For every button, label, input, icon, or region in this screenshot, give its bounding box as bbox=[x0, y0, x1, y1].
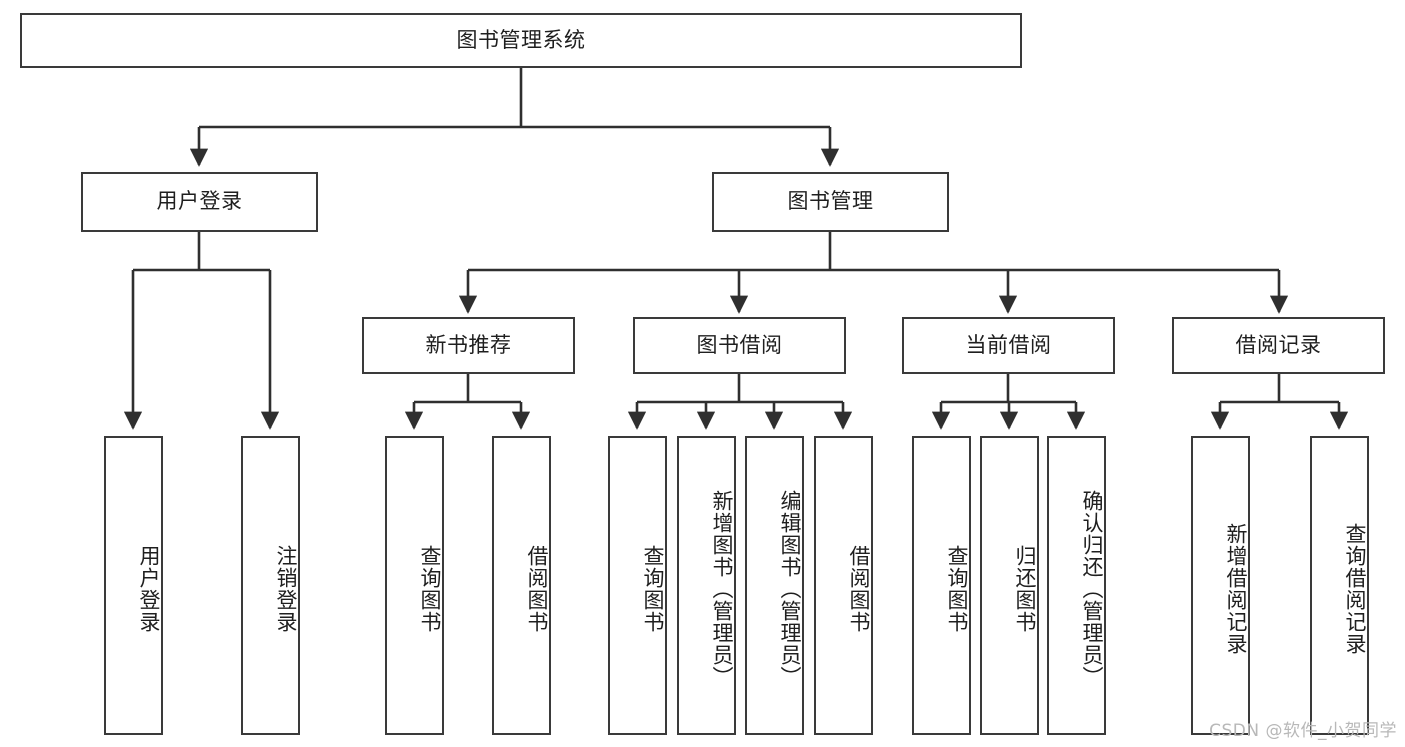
node-leaf-edit-book-label: 编辑图书（管理员） bbox=[778, 489, 802, 688]
node-leaf-borrow-book-2[interactable]: 借阅图书 bbox=[814, 436, 873, 735]
node-leaf-borrow-book-2-label: 借阅图书 bbox=[847, 544, 871, 633]
node-current-borrow-label: 当前借阅 bbox=[965, 332, 1052, 357]
node-leaf-query-book-3[interactable]: 查询图书 bbox=[912, 436, 971, 735]
node-book-borrow[interactable]: 图书借阅 bbox=[633, 317, 846, 374]
node-leaf-user-login[interactable]: 用户登录 bbox=[104, 436, 163, 735]
node-leaf-logout[interactable]: 注销登录 bbox=[241, 436, 300, 735]
node-leaf-query-book-2-label: 查询图书 bbox=[641, 544, 665, 633]
node-leaf-confirm-return[interactable]: 确认归还（管理员） bbox=[1047, 436, 1106, 735]
node-leaf-query-record-label: 查询借阅记录 bbox=[1343, 522, 1367, 655]
node-leaf-add-book-label: 新增图书（管理员） bbox=[710, 489, 734, 688]
node-root-label: 图书管理系统 bbox=[456, 27, 586, 52]
node-leaf-add-record[interactable]: 新增借阅记录 bbox=[1191, 436, 1250, 735]
node-root[interactable]: 图书管理系统 bbox=[20, 13, 1022, 68]
node-user-login-label: 用户登录 bbox=[156, 189, 243, 214]
node-book-manage[interactable]: 图书管理 bbox=[712, 172, 949, 232]
node-current-borrow[interactable]: 当前借阅 bbox=[902, 317, 1115, 374]
node-new-book-rec-label: 新书推荐 bbox=[425, 332, 512, 357]
node-borrow-record-label: 借阅记录 bbox=[1235, 332, 1322, 357]
node-leaf-borrow-book-1[interactable]: 借阅图书 bbox=[492, 436, 551, 735]
node-leaf-borrow-book-1-label: 借阅图书 bbox=[525, 544, 549, 633]
node-leaf-add-book[interactable]: 新增图书（管理员） bbox=[677, 436, 736, 735]
node-leaf-edit-book[interactable]: 编辑图书（管理员） bbox=[745, 436, 804, 735]
node-borrow-record[interactable]: 借阅记录 bbox=[1172, 317, 1385, 374]
node-leaf-query-record[interactable]: 查询借阅记录 bbox=[1310, 436, 1369, 735]
watermark: CSDN @软件_小贺同学 bbox=[1209, 721, 1397, 741]
node-leaf-query-book-3-label: 查询图书 bbox=[945, 544, 969, 633]
node-leaf-return-book[interactable]: 归还图书 bbox=[980, 436, 1039, 735]
node-leaf-confirm-return-label: 确认归还（管理员） bbox=[1080, 489, 1104, 688]
node-leaf-logout-label: 注销登录 bbox=[274, 544, 298, 633]
node-leaf-user-login-label: 用户登录 bbox=[137, 544, 161, 633]
node-leaf-add-record-label: 新增借阅记录 bbox=[1224, 522, 1248, 655]
node-leaf-query-book-2[interactable]: 查询图书 bbox=[608, 436, 667, 735]
node-leaf-return-book-label: 归还图书 bbox=[1013, 544, 1037, 633]
node-leaf-query-book-1[interactable]: 查询图书 bbox=[385, 436, 444, 735]
node-user-login[interactable]: 用户登录 bbox=[81, 172, 318, 232]
node-book-borrow-label: 图书借阅 bbox=[696, 332, 783, 357]
node-book-manage-label: 图书管理 bbox=[787, 189, 874, 214]
node-leaf-query-book-1-label: 查询图书 bbox=[418, 544, 442, 633]
node-new-book-rec[interactable]: 新书推荐 bbox=[362, 317, 575, 374]
